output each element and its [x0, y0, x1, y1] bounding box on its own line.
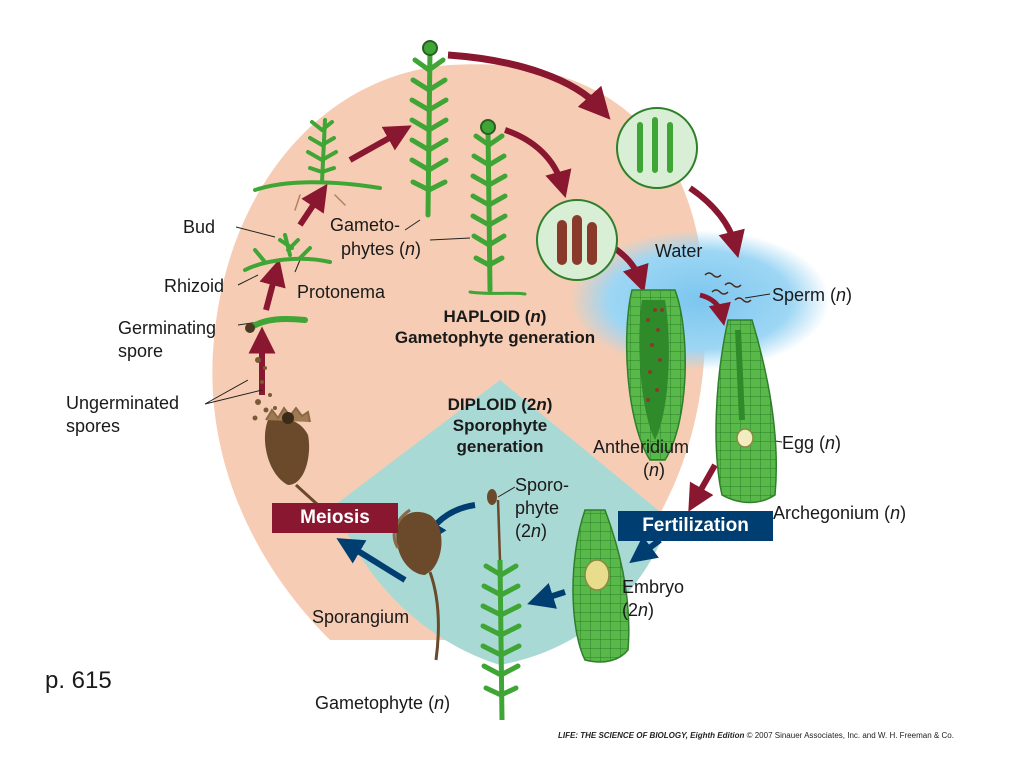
arrow-gametophyte-to-antheridium-view [504, 127, 572, 198]
label-egg: Egg (n) [782, 433, 842, 453]
arrow-sporangium-to-meiosis [336, 538, 407, 583]
gametophyte-male-drawing [409, 40, 449, 218]
germinating-spore-drawing [245, 316, 308, 333]
copyright-credit: LIFE: THE SCIENCE OF BIOLOGY, Eighth Edi… [558, 731, 954, 740]
label-sporophyte-line2: phyte [515, 498, 560, 518]
label-gametophyte: Gametophyte (n) [315, 693, 451, 713]
diploid-heading-line3: generation [456, 437, 544, 456]
label-embryo-line1: Embryo [622, 577, 685, 597]
diploid-heading-line1: DIPLOID (2n) [447, 395, 553, 414]
label-germinating-line2: spore [118, 341, 164, 361]
label-sporangium: Sporangium [312, 607, 410, 627]
label-rhizoid: Rhizoid [164, 276, 225, 296]
diploid-heading-line2: Sporophyte [452, 416, 548, 435]
gametophyte-with-sporophyte-drawing [480, 489, 522, 721]
label-bud: Bud [183, 217, 216, 237]
open-capsule-drawing [264, 406, 320, 507]
embryo-drawing [572, 509, 630, 663]
archegonium-drawing [715, 319, 777, 504]
label-sporophyte-line1: Sporo- [515, 475, 570, 495]
arrow-sperm-to-archegonium [699, 292, 731, 327]
ungerminated-spores [252, 357, 277, 421]
arrow-archegonium-to-fertilization [688, 463, 718, 512]
label-water: Water [655, 241, 703, 261]
label-protonema: Protonema [297, 282, 386, 302]
label-antheridium-line2: (n) [643, 460, 666, 480]
label-sperm: Sperm (n) [772, 285, 853, 305]
page-number: p. 615 [45, 667, 112, 694]
label-gametophytes-line2: phytes (n) [341, 239, 422, 259]
arrow-bud-to-gametophyte [348, 125, 412, 163]
arrow-protonema-to-bud [297, 183, 328, 227]
antheridia-magnified [536, 199, 618, 281]
fertilization-badge: Fertilization [618, 511, 773, 541]
label-ungerminated-line2: spores [66, 416, 121, 436]
label-ungerminated-line1: Ungerminated [66, 393, 180, 413]
label-gametophytes-line1: Gameto- [330, 215, 401, 235]
haploid-heading-line1: HAPLOID (n) [443, 307, 547, 326]
arrow-top-to-archegonium-view [447, 51, 611, 120]
meiosis-badge: Meiosis [272, 503, 398, 533]
label-germinating-line1: Germinating [118, 318, 217, 338]
label-archegonium: Archegonium (n) [773, 503, 907, 523]
label-sporophyte-line3: (2n) [515, 521, 548, 541]
bud-drawing [253, 118, 382, 211]
sperm-drawing [704, 272, 752, 303]
gametophyte-female-drawing [468, 119, 527, 296]
arrow-germinating-to-protonema [259, 258, 286, 311]
arrow-embryo-to-sporophyte [527, 583, 566, 609]
label-embryo-line2: (2n) [622, 600, 655, 620]
label-antheridium-line1: Antheridium [593, 437, 690, 457]
arrow-fertilization-to-embryo [629, 536, 662, 564]
protonema-drawing [243, 233, 332, 272]
antheridium-drawing [625, 289, 686, 461]
haploid-heading-line2: Gametophyte generation [394, 328, 596, 347]
archegonia-magnified [616, 107, 698, 189]
arrow-archegonium-view-down [688, 185, 745, 259]
